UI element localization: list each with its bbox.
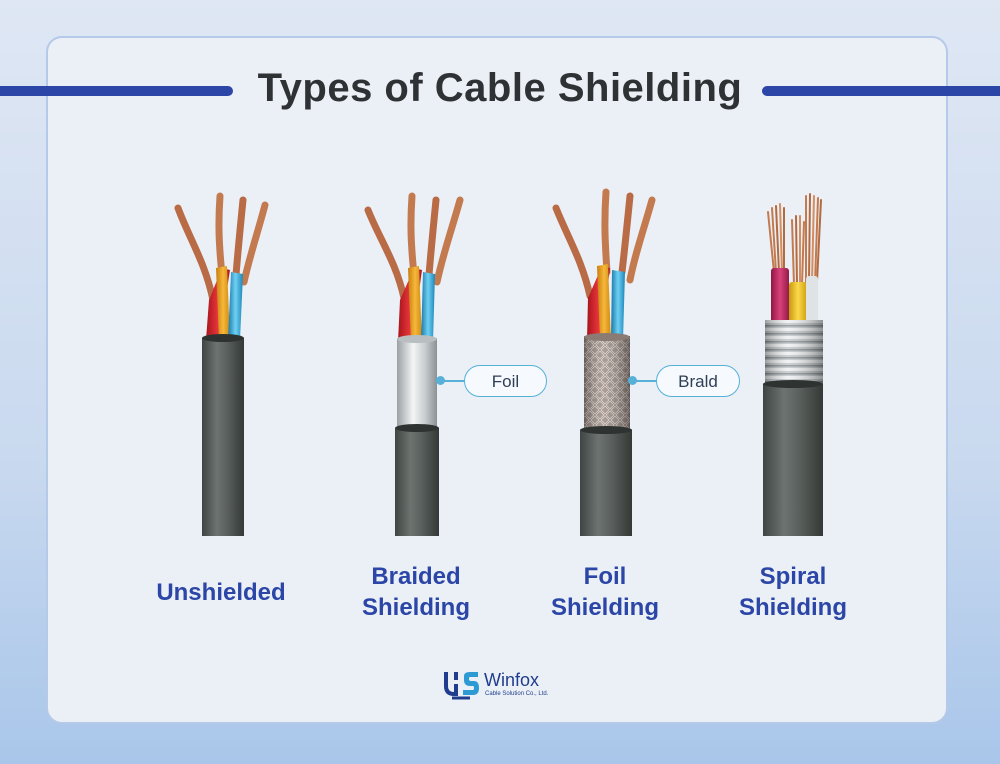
unshielded-cable bbox=[174, 192, 269, 536]
braid-callout: Brald bbox=[656, 365, 740, 397]
page-title: Types of Cable Shielding bbox=[257, 66, 743, 110]
foil-cable bbox=[552, 188, 656, 536]
label-braided-line2: Shielding bbox=[362, 594, 470, 621]
braided-cable bbox=[364, 192, 464, 536]
foil-callout: Foil bbox=[464, 365, 547, 397]
label-foil-line1: Foil bbox=[583, 563, 627, 590]
braid-callout-line bbox=[633, 380, 657, 382]
label-spiral-line2: Shielding bbox=[739, 594, 847, 621]
label-foil-line2: Shielding bbox=[551, 594, 659, 621]
brand-tagline: Cable Solution Co., Ltd. bbox=[485, 691, 549, 697]
winfox-logo-icon bbox=[444, 672, 479, 700]
label-braided-line1: Braided bbox=[371, 563, 461, 590]
label-unshielded-line1: Unshielded bbox=[156, 579, 286, 606]
title-bar-right bbox=[762, 86, 1000, 96]
foil-callout-line bbox=[441, 380, 465, 382]
braid-callout-dot bbox=[628, 376, 637, 385]
label-spiral-line1: Spiral bbox=[759, 563, 827, 590]
label-spiral: Spiral Shielding bbox=[693, 561, 893, 623]
title-bar-left bbox=[0, 86, 233, 96]
brand-name: Winfox bbox=[484, 670, 540, 690]
label-braided: Braided Shielding bbox=[316, 561, 516, 623]
spiral-cable bbox=[763, 193, 823, 536]
label-unshielded: Unshielded bbox=[121, 577, 321, 608]
foil-callout-dot bbox=[436, 376, 445, 385]
label-foil: Foil Shielding bbox=[505, 561, 705, 623]
